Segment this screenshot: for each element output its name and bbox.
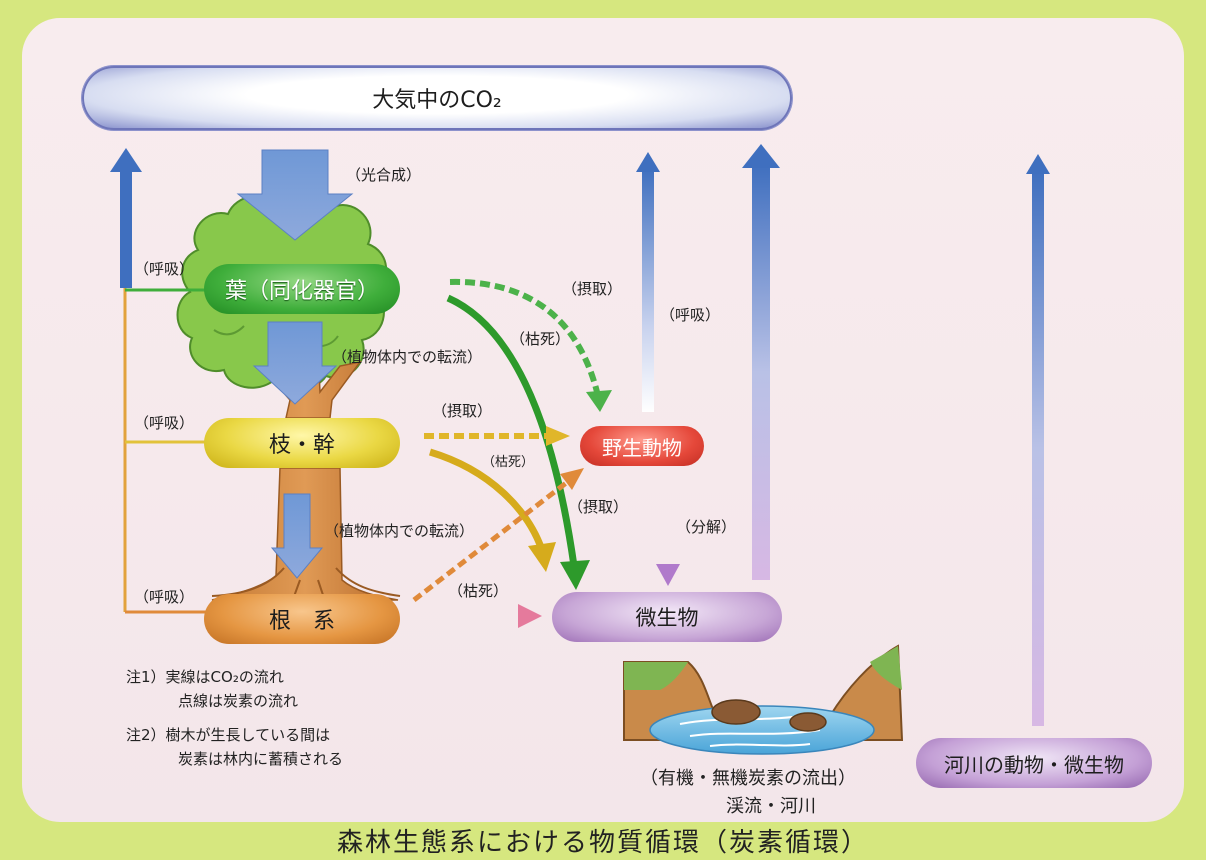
respiration-bracket [110, 148, 206, 614]
atmosphere-co2-label: 大気中のCO₂ [372, 88, 502, 113]
microorganism-node-label: 微生物 [635, 606, 699, 630]
root-system-node-label: 根 系 [268, 609, 335, 634]
leaf-dieoff-label: （枯死） [510, 330, 571, 348]
translocation-arrow-upper [252, 321, 338, 405]
note-2-line-1: 注2）樹木が生長している間は [126, 726, 331, 744]
animal-respiration-label: （呼吸） [660, 306, 721, 324]
note-2-line-2: 炭素は林内に蓄積される [178, 750, 344, 768]
wild-animal-node-label: 野生動物 [602, 435, 682, 460]
respiration-label-leaf: （呼吸） [134, 260, 195, 278]
respiration-label-branch: （呼吸） [134, 414, 195, 432]
tree-roots [211, 567, 401, 605]
translocation-label-lower: （植物体内での転流） [324, 522, 475, 540]
branch-trunk-node-label: 枝・幹 [268, 433, 335, 458]
translocation-arrow-lower [270, 493, 324, 579]
river-organisms-node: 河川の動物・微生物 [916, 738, 1152, 788]
animal-respiration-arrow [636, 152, 660, 412]
stream-illustration [623, 644, 904, 755]
photosynthesis-label: （光合成） [346, 166, 422, 184]
microorganism-node: 微生物 [552, 592, 782, 642]
leaf-node: 葉（同化器官） [204, 264, 400, 314]
root-ingestion-label: （摂取） [568, 498, 629, 516]
root-system-node: 根 系 [204, 594, 400, 644]
note-1-line-2: 点線は炭素の流れ [178, 692, 299, 710]
leaf-ingestion-label: （摂取） [562, 280, 623, 298]
wild-animal-node: 野生動物 [580, 426, 704, 466]
leaf-node-label: 葉（同化器官） [224, 279, 379, 304]
stream-label: 渓流・河川 [726, 796, 816, 817]
diagram-panel [22, 18, 1184, 822]
decomposition-label: （分解） [676, 518, 737, 536]
photosynthesis-arrow [236, 149, 354, 241]
branch-dieoff-arrow [428, 448, 546, 552]
figure-caption: 森林生態系における物質循環（炭素循環） [336, 828, 869, 858]
outflow-label: （有機・無機炭素の流出） [640, 768, 856, 789]
root-dieoff-label: （枯死） [448, 582, 509, 600]
leaf-dieoff-arrow [446, 294, 578, 567]
respiration-label-root: （呼吸） [134, 588, 195, 606]
branch-dieoff-label: （枯死） [482, 455, 535, 470]
branch-trunk-node: 枝・幹 [204, 418, 400, 468]
branch-ingestion-label: （摂取） [432, 402, 493, 420]
translocation-label-upper: （植物体内での転流） [332, 348, 483, 366]
river-organisms-node-label: 河川の動物・微生物 [944, 752, 1124, 777]
note-1-line-1: 注1）実線はCO₂の流れ [126, 668, 284, 686]
river-respiration-arrow [1026, 154, 1050, 726]
root-ingestion-arrow [412, 478, 572, 602]
microbe-respiration-arrow [742, 144, 780, 580]
atmosphere-co2-box: 大気中のCO₂ [82, 66, 792, 130]
